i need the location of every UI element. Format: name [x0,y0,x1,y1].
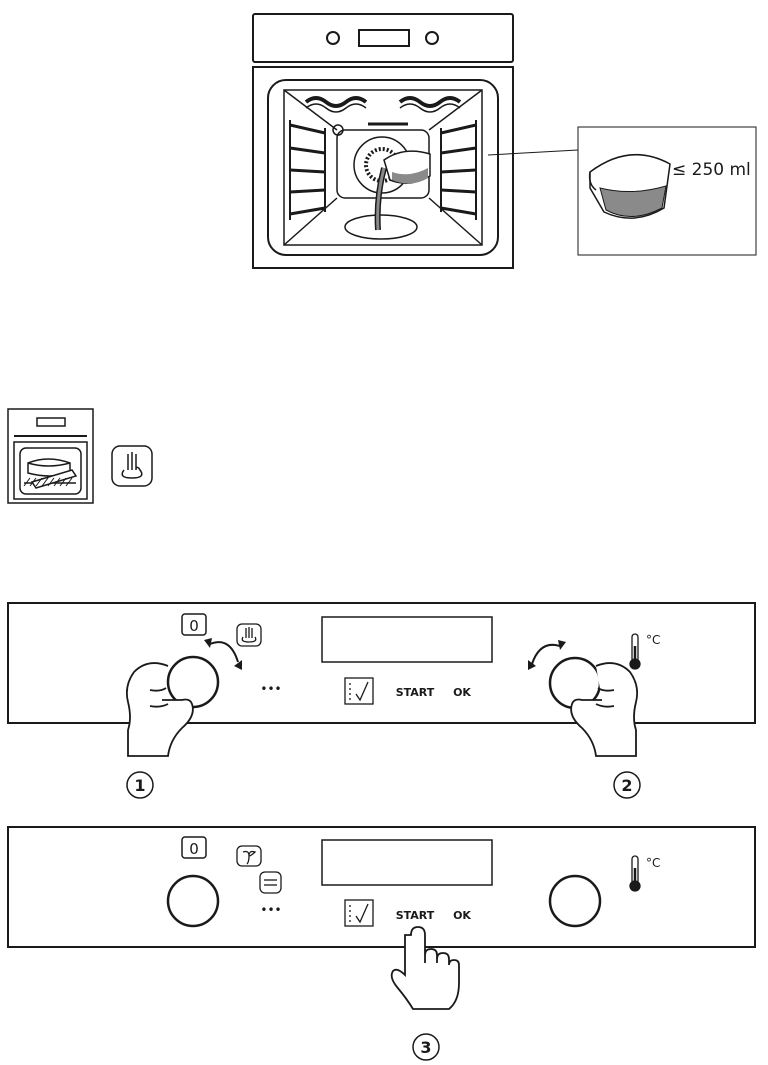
control-panel-step-1-2: 0 ••• START OK [7,602,756,799]
oven-steam-mode-icon [7,408,94,504]
timer-check-icon[interactable] [344,677,374,705]
mini-oven-frame [7,408,94,504]
step-2-badge [613,771,641,799]
ok-button[interactable]: OK [453,909,471,922]
left-shelf-support [289,120,326,220]
step-1-badge [126,771,154,799]
step-3-badge [412,1033,440,1061]
fan-mode-icon [236,845,262,867]
hand-icon [390,926,460,1010]
thermometer-icon [629,855,641,892]
step-3-number: 3 [420,1038,431,1057]
right-shelf-support [440,120,477,220]
temperature-unit: °C [646,856,660,870]
display-screen [321,616,493,663]
more-options-dots: ••• [260,903,281,917]
mini-oven-display [36,417,66,427]
oven-cavity [267,79,499,256]
thermometer-icon [629,633,641,670]
oven-knob-left [326,31,340,45]
bottom-heat-icon [259,871,282,894]
volume-label: ≤ 250 ml [672,160,751,180]
temperature-unit: °C [646,633,660,647]
step-2-number: 2 [621,776,632,795]
control-panel-step-3: 0 ••• START OK °C [7,826,756,1061]
start-button[interactable]: START [396,686,435,699]
water-callout: ≤ 250 ml [577,126,757,256]
callout-leader [487,149,579,156]
rotate-arrow-icon [209,641,239,663]
mini-oven-door [13,441,88,500]
temperature-knob[interactable] [548,874,602,928]
cavity-floor-recess [344,214,418,240]
zero-label: 0 [189,617,199,635]
oven-body [252,66,514,269]
steam-cleaning-icon [236,623,262,647]
oven-illustration [252,13,579,269]
oven-control-strip [252,13,514,63]
start-button[interactable]: START [396,909,435,922]
ok-button[interactable]: OK [453,686,471,699]
hand-icon [125,662,194,757]
more-options-dots: ••• [260,682,281,696]
display-screen [321,839,493,886]
timer-check-icon[interactable] [344,899,374,927]
zero-indicator [181,836,207,859]
hand-icon [570,662,639,757]
oven-display [358,29,410,47]
measuring-jug-icon [588,153,671,219]
function-knob[interactable] [166,874,220,928]
steam-cleaning-icon [111,445,153,487]
oven-knob-right [425,31,439,45]
rotate-arrow-icon [531,643,561,665]
step-1-number: 1 [134,776,145,795]
zero-indicator [181,613,207,636]
zero-label: 0 [189,840,199,858]
